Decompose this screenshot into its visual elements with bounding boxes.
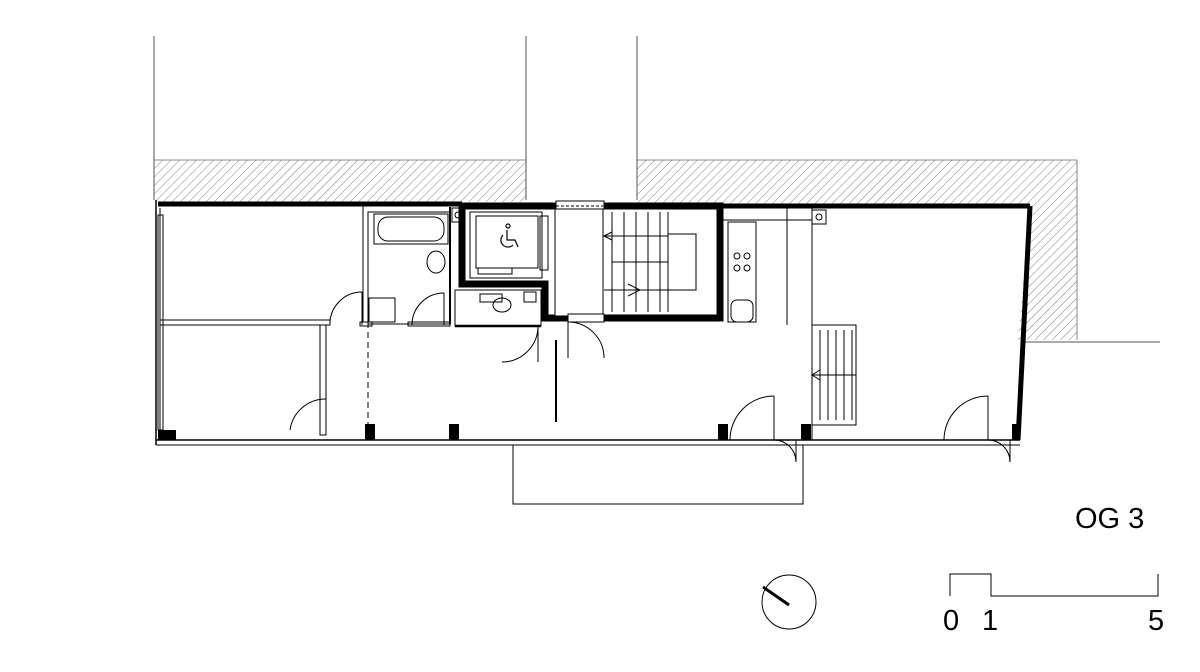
north-arrow-icon (761, 574, 817, 630)
context-lines (153, 36, 1160, 343)
stair-core (458, 200, 724, 323)
wheelchair-icon (500, 223, 519, 248)
wc-room (454, 289, 542, 363)
floor-label: OG 3 (1075, 503, 1145, 535)
partitions (159, 204, 827, 440)
accessible-wc (469, 211, 549, 279)
scale-bar (949, 573, 1159, 597)
scale-label-0: 0 (943, 605, 960, 637)
scale-label-5: 5 (1148, 605, 1165, 637)
doors (289, 291, 1011, 463)
balcony (512, 444, 804, 505)
bathroom (367, 207, 465, 325)
neighbor-hatch (154, 159, 1078, 340)
internal-stair (811, 324, 857, 426)
scale-label-1: 1 (982, 605, 999, 637)
